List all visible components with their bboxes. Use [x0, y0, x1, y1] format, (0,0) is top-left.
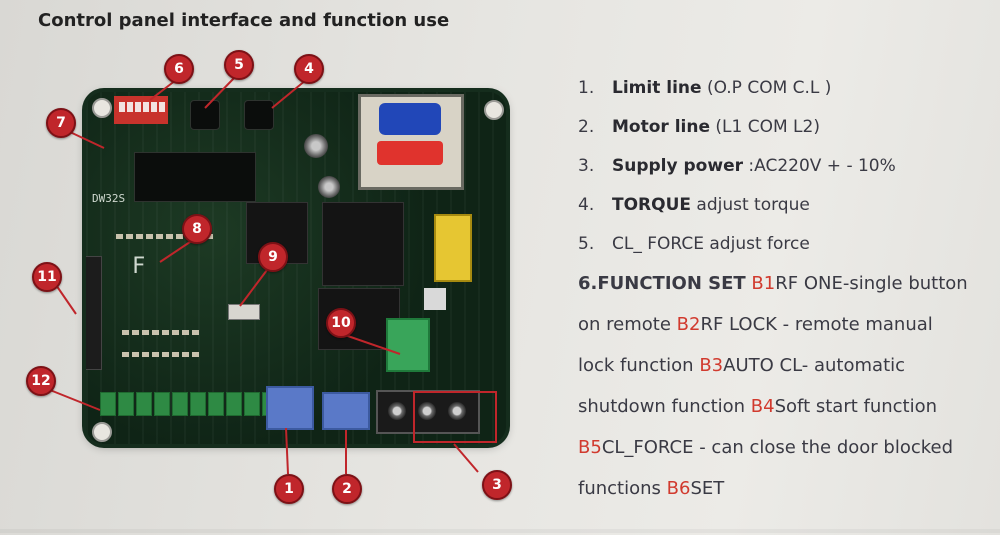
function-set-line-6: functions B6SET [578, 478, 725, 499]
function-set-line-5: B5CL_FORCE - can close the door blocked [578, 437, 954, 458]
silk-letter: F [132, 254, 146, 279]
transformer-coil [377, 141, 443, 165]
mount-hole [484, 100, 504, 120]
smd-row [122, 342, 202, 361]
page-edge [0, 529, 1000, 533]
transformer [358, 94, 464, 190]
marker-8: 8 [182, 214, 212, 244]
yellow-capacitor [434, 214, 472, 282]
screw [388, 402, 406, 420]
item-detail: (L1 COM L2) [710, 117, 820, 137]
function-set-line-1: 6.FUNCTION SET B1RF ONE-single button [578, 273, 968, 294]
limit-line-terminal [266, 386, 314, 430]
force-potentiometer [190, 100, 220, 130]
list-item-5: 5.CL_ FORCE adjust force [578, 234, 810, 254]
b4-code: B4 [750, 396, 775, 417]
control-board-photo: DW32S F [86, 92, 506, 444]
marker-5: 5 [224, 50, 254, 80]
function-set-heading: 6.FUNCTION SET [578, 273, 746, 294]
item-label: Supply power [612, 156, 743, 176]
item-detail: CL_ FORCE adjust force [612, 234, 810, 254]
slide-switch [228, 304, 260, 320]
marker-9: 9 [258, 242, 288, 272]
green-terminal [386, 318, 430, 372]
list-item-2: 2.Motor line (L1 COM L2) [578, 117, 820, 137]
marker-4: 4 [294, 54, 324, 84]
torque-potentiometer [244, 100, 274, 130]
b1-code: B1 [745, 273, 776, 294]
board-model-label: DW32S [92, 192, 126, 205]
marker-10: 10 [326, 308, 356, 338]
bottom-terminal-header [100, 392, 280, 420]
supply-power-terminal [376, 390, 480, 434]
capacitor [318, 176, 340, 198]
microcontroller-chip [134, 152, 256, 202]
b3-code: B3 [699, 355, 724, 376]
dip-switch [114, 96, 168, 124]
screw [448, 402, 466, 420]
screw [418, 402, 436, 420]
marker-6: 6 [164, 54, 194, 84]
marker-2: 2 [332, 474, 362, 504]
list-item-1: 1.Limit line (O.P COM C.L ) [578, 78, 832, 98]
marker-3: 3 [482, 470, 512, 500]
smd-row [122, 320, 202, 339]
b6-code: B6 [666, 478, 691, 499]
item-label: TORQUE [612, 195, 692, 215]
side-connector [86, 256, 102, 370]
function-set-line-4: shutdown function B4Soft start function [578, 396, 938, 417]
small-component [424, 288, 446, 310]
marker-7: 7 [46, 108, 76, 138]
marker-12: 12 [26, 366, 56, 396]
motor-line-terminal [322, 392, 370, 430]
b5-code: B5 [578, 437, 602, 458]
item-label: Limit line [612, 78, 702, 98]
item-detail: (O.P COM C.L ) [701, 78, 832, 98]
mount-hole [92, 422, 112, 442]
mount-hole [92, 98, 112, 118]
transformer-coil [379, 103, 441, 135]
relay [322, 202, 404, 286]
list-item-3: 3.Supply power :AC220V + - 10% [578, 156, 896, 176]
marker-1: 1 [274, 474, 304, 504]
capacitor [304, 134, 328, 158]
page-title: Control panel interface and function use [38, 10, 450, 31]
item-detail: :AC220V + - 10% [742, 156, 896, 176]
item-detail: adjust torque [691, 195, 810, 215]
list-item-4: 4.TORQUE adjust torque [578, 195, 810, 215]
marker-11: 11 [32, 262, 62, 292]
function-set-line-3: lock function B3AUTO CL- automatic [578, 355, 906, 376]
function-set-line-2: on remote B2RF LOCK - remote manual [578, 314, 933, 335]
b2-code: B2 [676, 314, 701, 335]
item-label: Motor line [612, 117, 710, 137]
